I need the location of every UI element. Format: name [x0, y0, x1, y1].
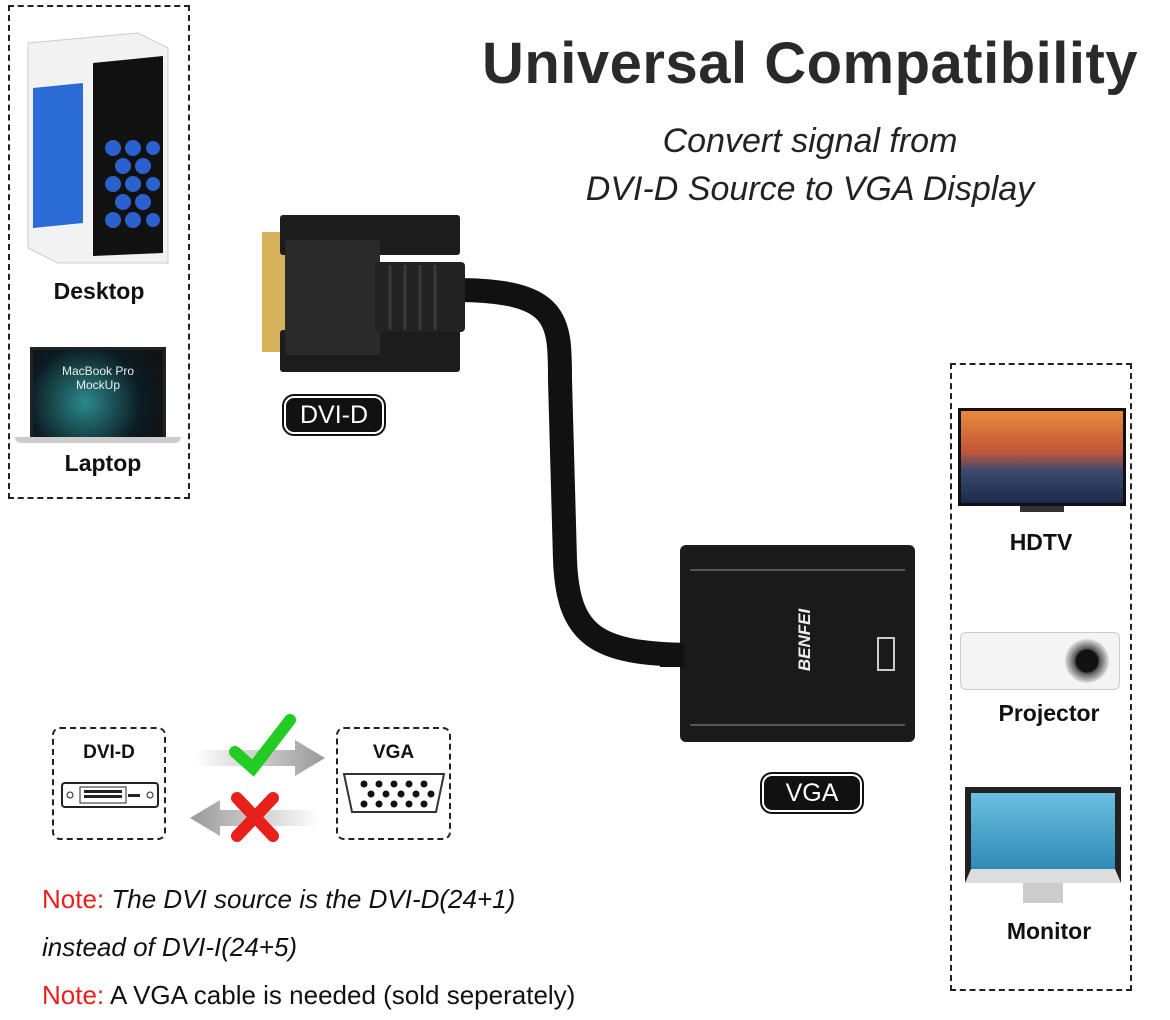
note-2-text: A VGA cable is needed (sold seperately) [109, 980, 576, 1010]
note-1: Note: The DVI source is the DVI-D(24+1) [42, 884, 515, 915]
note-1-continuation-text: instead of DVI-I(24+5) [42, 932, 298, 962]
desktop-image [27, 32, 169, 264]
cable [454, 278, 701, 667]
laptop-base [15, 437, 181, 443]
laptop-screen-text: MacBook Pro MockUp [61, 364, 135, 392]
monitor-image [965, 787, 1121, 883]
vga-adapter-box [680, 545, 915, 742]
hdtv-image [958, 408, 1126, 506]
hdtv-label: HDTV [1009, 529, 1073, 555]
displays-box [950, 363, 1132, 991]
dvi-d-box-label: DVI-D [83, 742, 135, 763]
note-2-prefix: Note: [42, 980, 105, 1010]
page-title: Universal Compatibility [481, 31, 1139, 96]
monitor-label: Monitor [1006, 918, 1092, 944]
projector-image [960, 632, 1120, 690]
vga-box [336, 727, 451, 840]
dvi-d-box [52, 727, 166, 840]
note-2: Note: A VGA cable is needed (sold sepera… [42, 980, 575, 1011]
dvi-d-label: DVI-D [286, 398, 382, 432]
projector-label: Projector [998, 700, 1100, 726]
vga-box-label: VGA [372, 742, 415, 763]
note-1-continuation: instead of DVI-I(24+5) [42, 932, 297, 963]
check-icon [229, 714, 296, 777]
brand-logo: BENFEI [795, 608, 814, 672]
desktop-label: Desktop [53, 278, 145, 304]
dvi-port-icon [61, 782, 159, 808]
laptop-image: MacBook Pro MockUp [30, 347, 166, 437]
sources-box [8, 5, 190, 499]
hdtv-stand [1020, 506, 1064, 512]
note-1-text: The DVI source is the DVI-D(24+1) [111, 884, 516, 914]
direction-arrows [190, 714, 325, 842]
vga-port-icon [877, 637, 895, 671]
vga-port-icon-small [342, 773, 446, 813]
subtitle-line2: DVI-D Source to VGA Display [585, 170, 1035, 208]
subtitle-line1: Convert signal from [662, 122, 958, 160]
projector-lens [1065, 639, 1109, 683]
dvi-connector [285, 240, 380, 355]
vga-label: VGA [764, 776, 860, 810]
monitor-stand [1023, 883, 1063, 903]
cross-icon [231, 792, 279, 842]
laptop-label: Laptop [64, 450, 142, 476]
note-1-prefix: Note: [42, 884, 105, 914]
